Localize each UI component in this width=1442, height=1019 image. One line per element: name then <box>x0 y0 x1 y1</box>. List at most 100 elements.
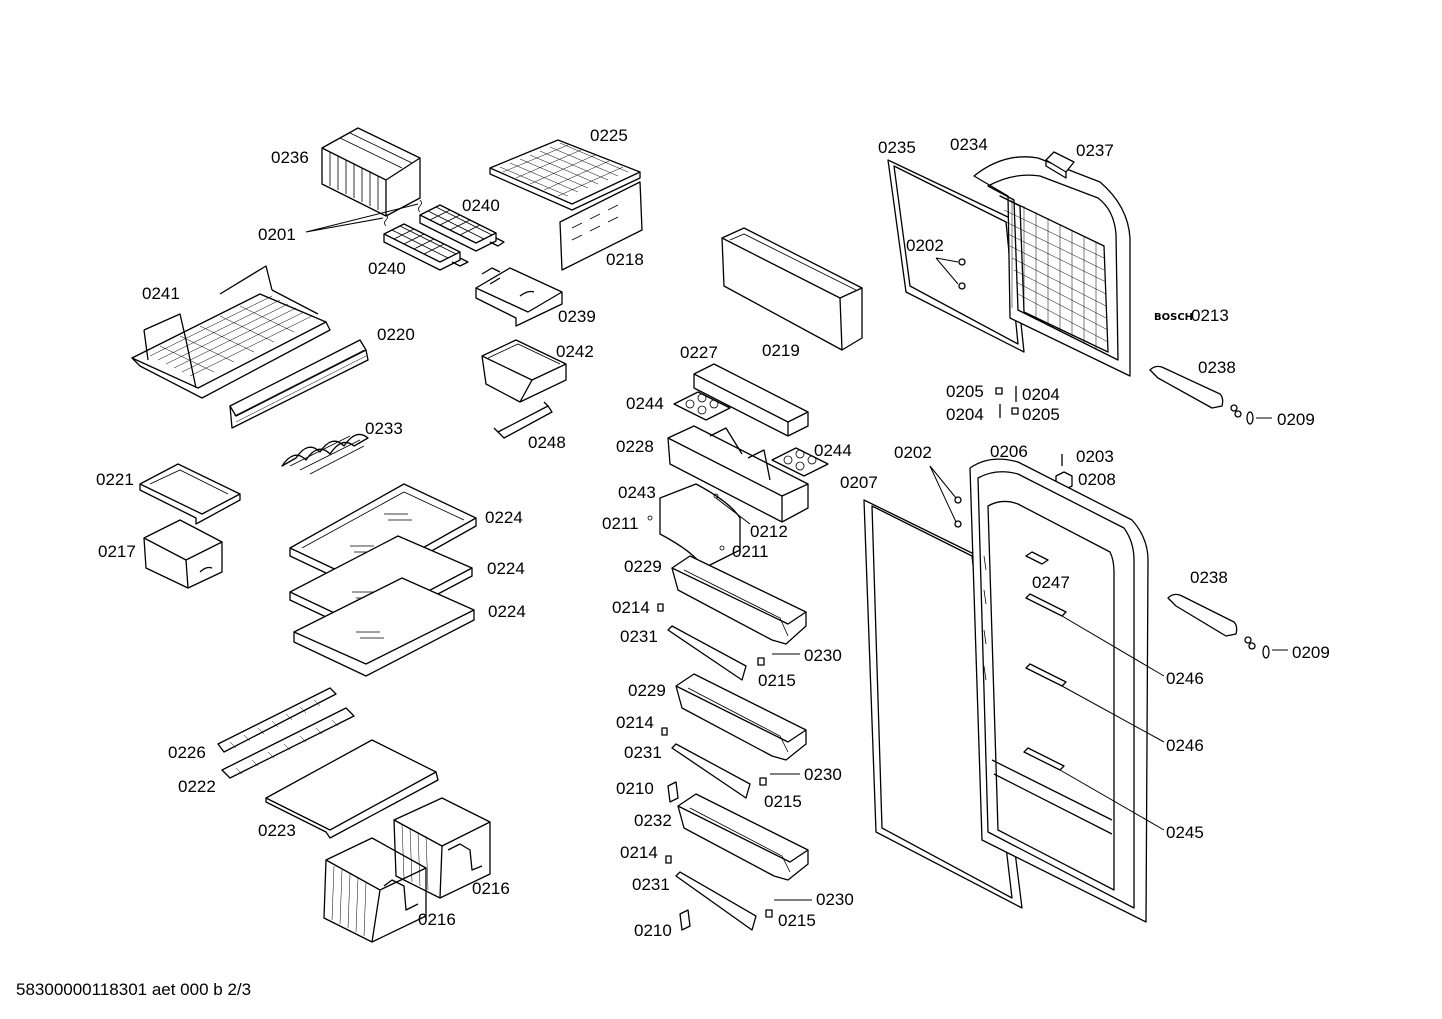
label-0239: 0239 <box>558 307 596 326</box>
part-labels: 0236 0225 0201 0240 0240 0218 0241 0239 … <box>96 126 1330 940</box>
label-0231: 0231 <box>632 875 670 894</box>
part-0244-egg-tray-2 <box>771 447 829 477</box>
label-0240: 0240 <box>462 196 500 215</box>
label-0244: 0244 <box>626 394 664 413</box>
part-0238-handle-lower <box>1167 593 1238 637</box>
label-0238: 0238 <box>1198 358 1236 377</box>
label-0205: 0205 <box>946 382 984 401</box>
part-0209-caps <box>1230 404 1288 659</box>
part-0231-bin-front-1 <box>667 625 747 681</box>
label-0235: 0235 <box>878 138 916 157</box>
label-0218: 0218 <box>606 250 644 269</box>
label-0247: 0247 <box>1032 573 1070 592</box>
label-0248: 0248 <box>528 433 566 452</box>
part-0222-strip <box>221 707 355 779</box>
label-0217: 0217 <box>98 542 136 561</box>
part-0234-freezer-door <box>973 156 1131 377</box>
part-0216-crisper-drawer-back <box>393 797 491 899</box>
label-0214: 0214 <box>612 598 650 617</box>
label-0204: 0204 <box>1022 385 1060 404</box>
label-0207: 0207 <box>840 473 878 492</box>
label-0215: 0215 <box>764 792 802 811</box>
part-0221-small-shelf <box>139 463 241 525</box>
label-0202: 0202 <box>894 443 932 462</box>
part-small-clips <box>657 603 812 931</box>
part-0226-strip <box>217 687 337 753</box>
label-0201: 0201 <box>258 225 296 244</box>
label-0213: 0213 <box>1191 306 1229 325</box>
part-0241-freezer-drawer <box>131 265 331 399</box>
part-0227-small-shelf <box>693 363 809 437</box>
label-0208: 0208 <box>1078 470 1116 489</box>
label-0215: 0215 <box>778 911 816 930</box>
label-0243: 0243 <box>618 483 656 502</box>
label-0216: 0216 <box>472 879 510 898</box>
label-0234: 0234 <box>950 135 988 154</box>
label-0230: 0230 <box>804 646 842 665</box>
part-0225-grill-shelf <box>489 139 641 211</box>
label-0205: 0205 <box>1022 405 1060 424</box>
part-0240-ice-tray-lower <box>383 223 469 271</box>
part-0202-screws-lower <box>929 465 962 528</box>
part-0224-glass-shelf-3 <box>293 577 475 677</box>
label-0210: 0210 <box>616 779 654 798</box>
label-0224: 0224 <box>487 559 525 578</box>
part-0218-cover-plate <box>559 181 643 271</box>
label-0227: 0227 <box>680 343 718 362</box>
label-0244: 0244 <box>814 441 852 460</box>
part-0233-wave-insert <box>281 433 369 475</box>
label-0246: 0246 <box>1166 736 1204 755</box>
label-0220: 0220 <box>377 325 415 344</box>
part-0231-bin-front-2 <box>671 743 751 799</box>
part-0229-door-bin-2 <box>675 673 807 761</box>
label-0221: 0221 <box>96 470 134 489</box>
label-0211: 0211 <box>732 542 769 561</box>
label-0214: 0214 <box>620 843 658 862</box>
part-0246-door-insert-upper <box>1025 593 1165 677</box>
part-0243-flap <box>647 483 751 569</box>
label-0222: 0222 <box>178 777 216 796</box>
part-0219-door-shelf <box>721 227 863 351</box>
label-0226: 0226 <box>168 743 206 762</box>
label-0211: 0211 <box>602 514 639 533</box>
label-0228: 0228 <box>616 437 654 456</box>
part-0229-door-bin-1 <box>671 555 807 645</box>
label-0216: 0216 <box>418 910 456 929</box>
document-footer-id: 58300000118301 aet 000 b 2/3 <box>16 980 252 999</box>
label-0225: 0225 <box>590 126 628 145</box>
part-0246-door-insert-lower <box>1025 663 1165 743</box>
label-0224: 0224 <box>488 602 526 621</box>
label-0210: 0210 <box>634 921 672 940</box>
label-0214: 0214 <box>616 713 654 732</box>
label-0224: 0224 <box>485 508 523 527</box>
label-0229: 0229 <box>624 557 662 576</box>
label-0204: 0204 <box>946 405 984 424</box>
part-0244-egg-tray-1 <box>673 391 731 421</box>
label-0212: 0212 <box>750 522 788 541</box>
part-0242-ice-box <box>481 339 567 403</box>
part-0232-door-bin-3 <box>677 793 809 881</box>
label-0236: 0236 <box>271 148 309 167</box>
label-0240: 0240 <box>368 259 406 278</box>
part-0245-door-insert <box>1023 747 1165 831</box>
label-0246: 0246 <box>1166 669 1204 688</box>
label-0233: 0233 <box>365 419 403 438</box>
label-0231: 0231 <box>624 743 662 762</box>
part-0217-small-box <box>143 519 223 589</box>
part-0237-cover <box>1045 151 1075 179</box>
part-0206-fridge-door <box>969 458 1149 923</box>
label-0232: 0232 <box>634 811 672 830</box>
part-0248-wire-clip <box>493 401 553 439</box>
part-0216-crisper-drawer-front <box>323 837 427 943</box>
label-0202: 0202 <box>906 236 944 255</box>
part-0238-handle-upper <box>1149 365 1224 409</box>
label-0206: 0206 <box>990 442 1028 461</box>
label-0219: 0219 <box>762 341 800 360</box>
part-0231-bin-front-3 <box>675 871 757 931</box>
label-0203: 0203 <box>1076 447 1114 466</box>
label-0229: 0229 <box>628 681 666 700</box>
part-0228-butter-compartment <box>667 425 809 523</box>
part-0239-tray-holder <box>475 267 563 327</box>
